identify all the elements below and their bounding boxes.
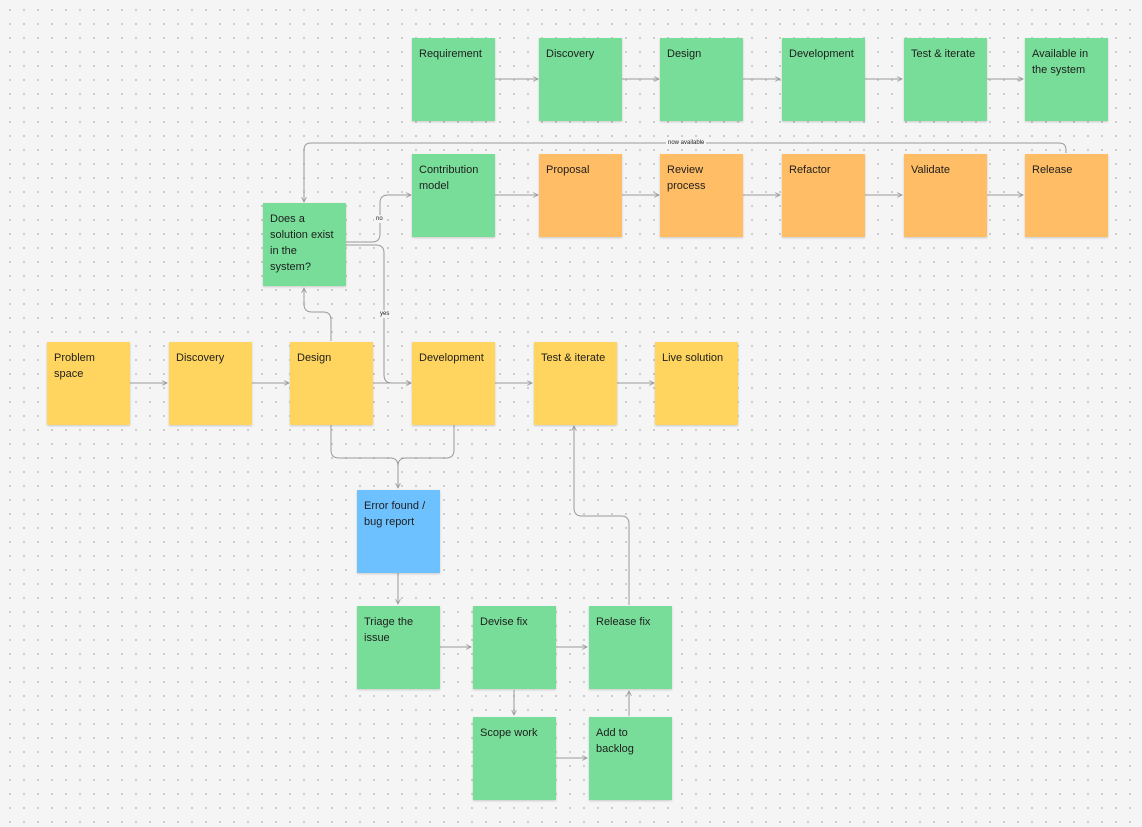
sticky-add-to-backlog[interactable]: Add to backlog [589, 717, 672, 800]
connector-design-decision[interactable] [304, 288, 332, 341]
sticky-validate[interactable]: Validate [904, 154, 987, 237]
sticky-proposal[interactable]: Proposal [539, 154, 622, 237]
sticky-development-top[interactable]: Development [782, 38, 865, 121]
sticky-devise-fix[interactable]: Devise fix [473, 606, 556, 689]
label-no: no [374, 215, 385, 223]
sticky-problem-space[interactable]: Problem space [47, 342, 130, 425]
sticky-live-solution[interactable]: Live solution [655, 342, 738, 425]
sticky-decision-solution-exists[interactable]: Does a solution exist in the system? [263, 203, 346, 286]
sticky-refactor[interactable]: Refactor [782, 154, 865, 237]
sticky-design-main[interactable]: Design [290, 342, 373, 425]
sticky-review-process[interactable]: Review process [660, 154, 743, 237]
connector-development-error[interactable] [397, 425, 455, 467]
connector-release-fix-test[interactable] [574, 426, 630, 605]
sticky-triage-issue[interactable]: Triage the issue [357, 606, 440, 689]
sticky-development-main[interactable]: Development [412, 342, 495, 425]
sticky-test-iterate-main[interactable]: Test & iterate [534, 342, 617, 425]
sticky-error-found[interactable]: Error found / bug report [357, 490, 440, 573]
sticky-requirement[interactable]: Requirement [412, 38, 495, 121]
sticky-contribution-model[interactable]: Contribution model [412, 154, 495, 237]
sticky-available-in-system[interactable]: Available in the system [1025, 38, 1108, 121]
sticky-design-top[interactable]: Design [660, 38, 743, 121]
sticky-discovery-main[interactable]: Discovery [169, 342, 252, 425]
sticky-test-iterate-top[interactable]: Test & iterate [904, 38, 987, 121]
label-now-available: now available [666, 139, 707, 147]
sticky-scope-work[interactable]: Scope work [473, 717, 556, 800]
sticky-release-fix[interactable]: Release fix [589, 606, 672, 689]
connector-design-error[interactable] [330, 425, 398, 488]
label-yes: yes [378, 310, 392, 318]
sticky-release[interactable]: Release [1025, 154, 1108, 237]
sticky-discovery-top[interactable]: Discovery [539, 38, 622, 121]
